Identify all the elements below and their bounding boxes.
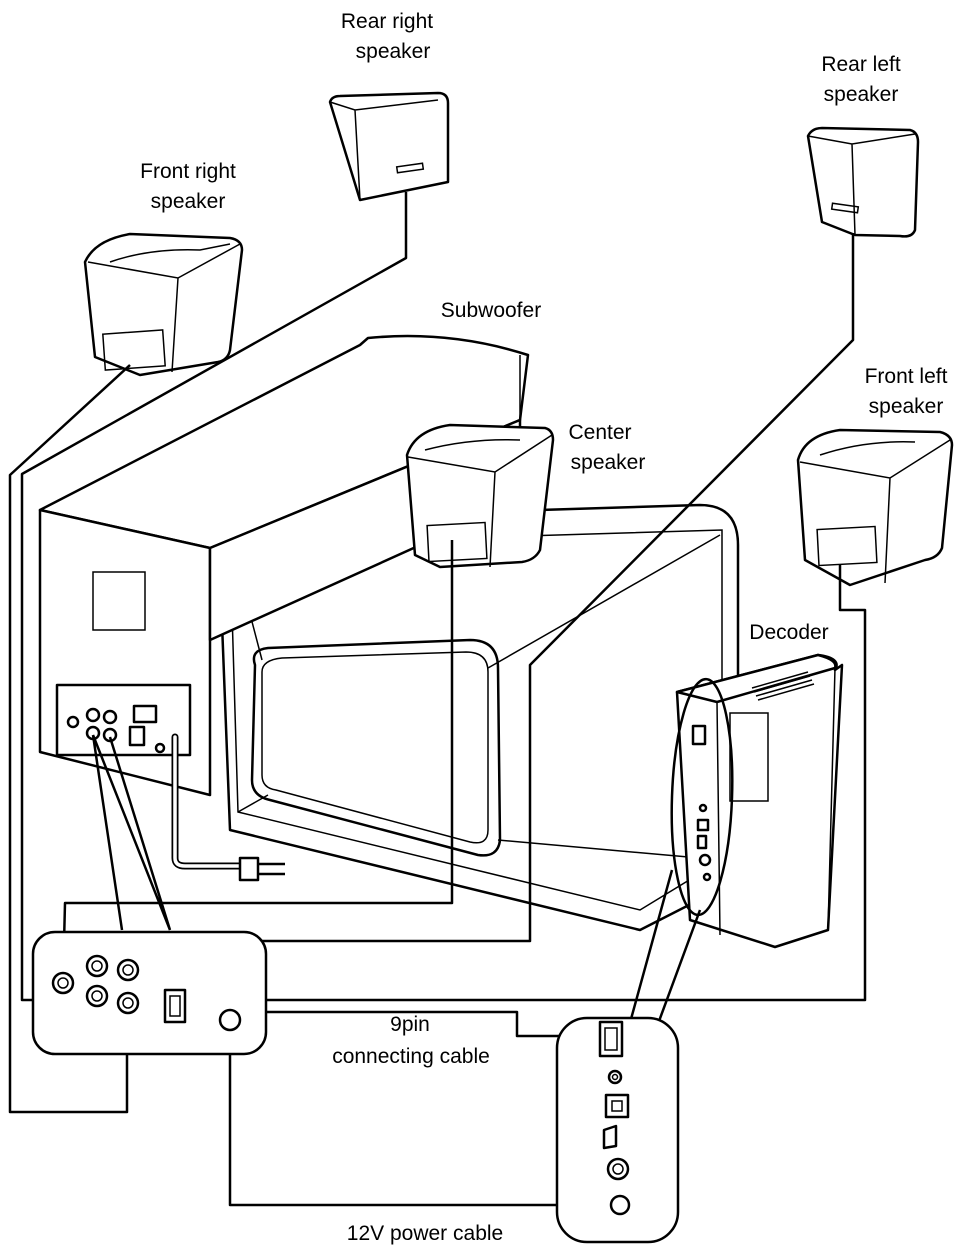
tv-cabinet-inner-edge — [229, 529, 723, 911]
subwoofer-jacks — [66, 704, 166, 754]
labels: Rear right speaker Rear left speaker Fro… — [140, 10, 947, 1245]
decoder-label: Decoder — [749, 621, 828, 644]
rear-left-label-line2: speaker — [824, 83, 899, 106]
tv-screen-inner — [261, 651, 489, 844]
subwoofer-power-switch — [132, 704, 158, 724]
subwoofer-label: Subwoofer — [441, 299, 541, 322]
front-right-label-line2: speaker — [151, 190, 226, 213]
front-right-speaker — [83, 232, 244, 377]
center-speaker-body — [405, 423, 555, 569]
front-right-label-line1: Front right — [140, 160, 236, 183]
power-cable-label: 12V power cable — [347, 1222, 503, 1245]
subwoofer — [38, 334, 530, 882]
rear-left-label-line1: Rear left — [821, 53, 901, 76]
front-left-speaker — [796, 428, 954, 587]
power-plug — [238, 856, 260, 882]
front-left-label-line1: Front left — [865, 365, 948, 388]
subwoofer-connector-plate — [55, 683, 192, 757]
callout-lines-subwoofer — [91, 734, 172, 931]
nine-pin-cable-label-line2: connecting cable — [332, 1045, 490, 1068]
center-label-line2: speaker — [571, 451, 646, 474]
rear-right-label-line1: Rear right — [341, 10, 433, 33]
decoder-top-vent — [751, 671, 815, 701]
decoder-zoom-panel — [555, 1016, 680, 1244]
zoom-9pin-port — [163, 988, 187, 1024]
decoder-side-ports — [691, 724, 712, 882]
subwoofer-top — [38, 334, 530, 550]
nine-pin-cable-label-line1: 9pin — [390, 1013, 430, 1036]
decoder-label-panel — [729, 712, 769, 802]
callout-lines-decoder — [626, 869, 702, 1033]
cable-front-right — [8, 364, 131, 1114]
subwoofer-vent-panel — [92, 571, 146, 631]
cable-12v-power — [228, 1022, 618, 1207]
front-left-label-line2: speaker — [869, 395, 944, 418]
rear-left-speaker — [806, 126, 920, 238]
decoder-zoom-frame — [555, 1016, 680, 1244]
center-speaker — [405, 423, 555, 569]
subwoofer-9pin-port — [128, 725, 146, 747]
zoom-power-port — [218, 1008, 242, 1032]
tv — [216, 503, 740, 932]
subwoofer-zoom-panel — [31, 930, 268, 1056]
decoder — [670, 653, 844, 949]
rear-left-speaker-body — [806, 126, 920, 238]
rear-right-label-line2: speaker — [356, 40, 431, 63]
zoom-decoder-9pin-port — [598, 1020, 624, 1058]
decoder-top — [675, 653, 837, 704]
rear-right-speaker — [328, 91, 450, 202]
rear-right-speaker-body — [328, 91, 450, 202]
center-label-line1: Center — [568, 421, 631, 444]
zoom-decoder-power-port — [609, 1194, 631, 1216]
